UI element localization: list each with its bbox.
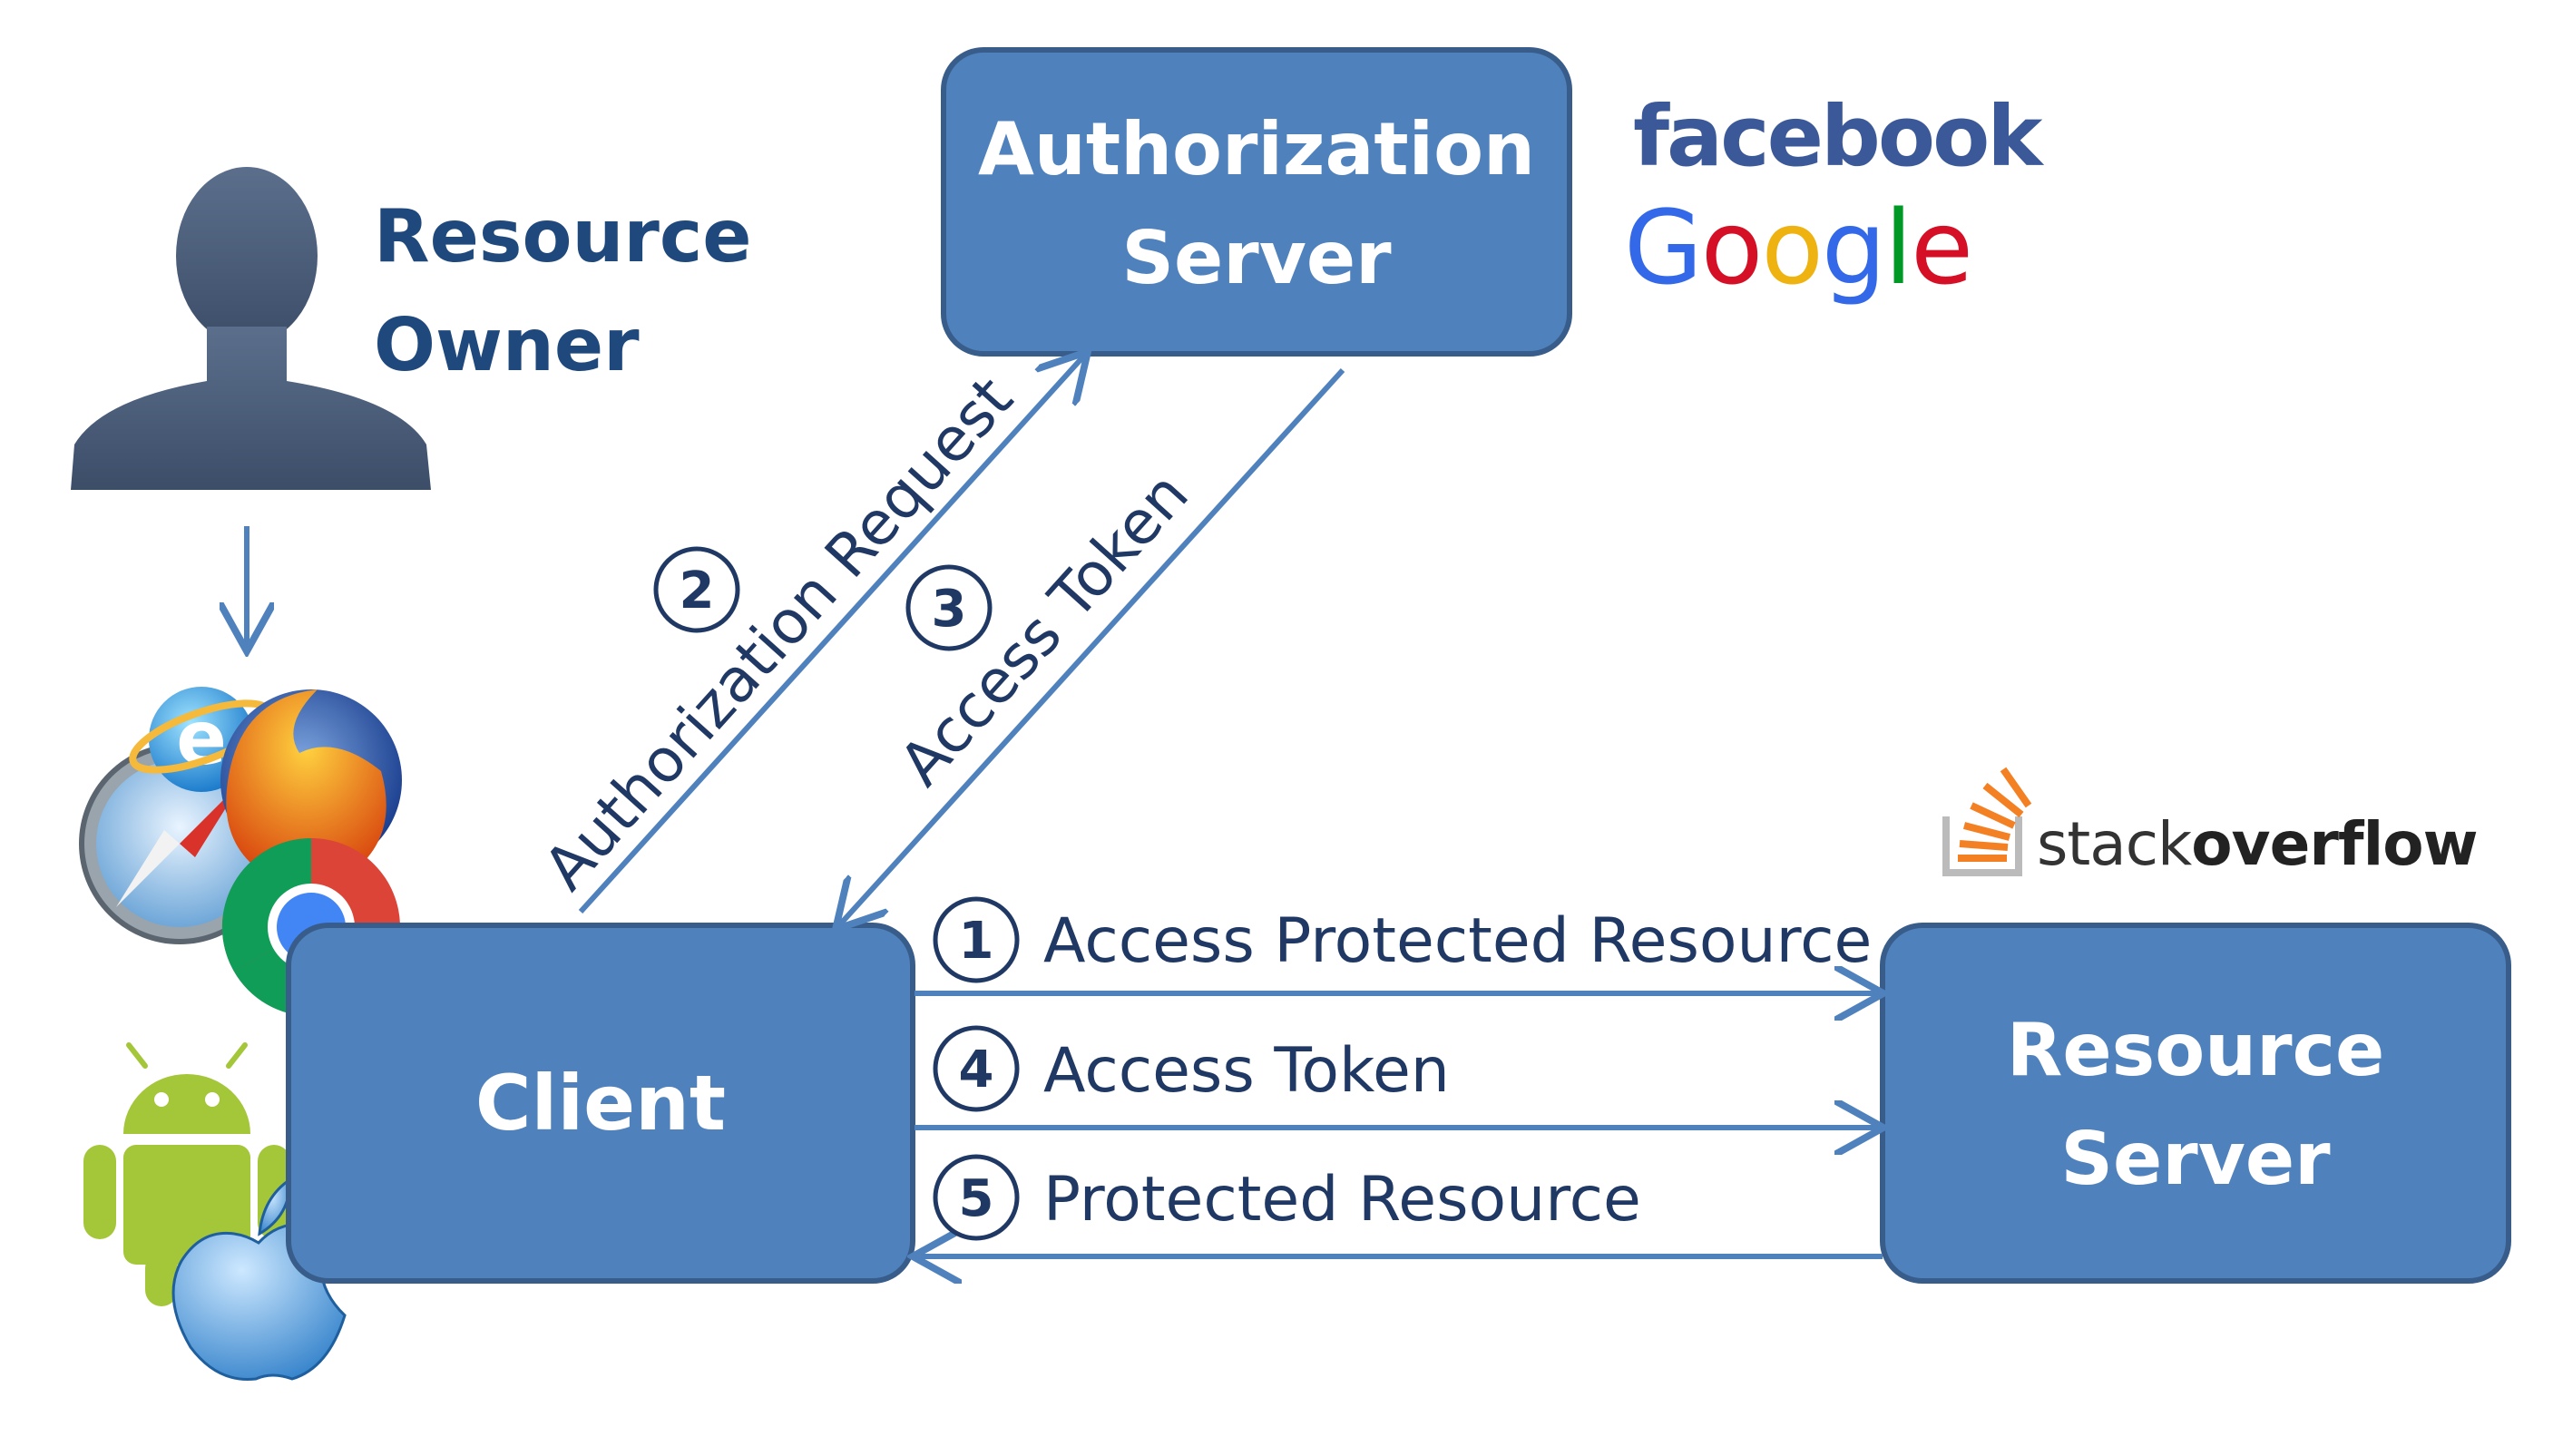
client-label: Client [475, 1059, 726, 1148]
step-4: 4 Access Token [933, 1025, 1450, 1112]
resource-owner-label-line2: Owner [374, 303, 640, 387]
facebook-logo: facebook [1633, 88, 2047, 185]
stackoverflow-logo: stackoverflow [1942, 767, 2479, 879]
google-logo: Google [1624, 190, 1973, 308]
step-3-badge [905, 564, 993, 651]
resource-server-box: Resource Server [1880, 923, 2511, 1284]
resource-server-label-line2: Server [2060, 1117, 2331, 1201]
stackoverflow-stack-icon [1942, 767, 2032, 876]
step-5-number: 5 [959, 1169, 994, 1228]
step-3-number: 3 [932, 580, 967, 639]
resource-owner-label-line1: Resource [374, 194, 752, 278]
authorization-request-arrow [578, 356, 1084, 914]
step-1-number: 1 [959, 912, 994, 971]
facebook-wordmark: facebook [1633, 88, 2044, 185]
resource-server-label-line1: Resource [2007, 1008, 2385, 1092]
step-1-badge [933, 896, 1020, 983]
firefox-icon [220, 689, 402, 883]
step-4-badge [933, 1025, 1020, 1112]
client-box: Client [286, 923, 915, 1284]
step-1-label: Access Protected Resource [1043, 905, 1872, 977]
step-2-badge [653, 546, 740, 633]
resource-owner: Resource Owner [71, 167, 752, 646]
authorization-server-box: Authorization Server [941, 47, 1572, 357]
stackoverflow-wordmark: stackoverflow [2037, 809, 2478, 879]
step-2-number: 2 [680, 562, 715, 621]
step-1: 1 Access Protected Resource [933, 896, 1872, 983]
step-5-label: Protected Resource [1043, 1164, 1641, 1236]
authorization-server-label-line2: Server [1121, 216, 1392, 300]
step-4-number: 4 [959, 1041, 994, 1099]
user-silhouette-icon [71, 167, 431, 490]
authorization-server-label-line1: Authorization [978, 107, 1535, 191]
access-token-return-arrow [839, 367, 1345, 925]
step-5-badge [933, 1154, 1020, 1241]
google-wordmark: Google [1624, 190, 1971, 308]
step-4-label: Access Token [1043, 1035, 1450, 1107]
step-5: 5 Protected Resource [933, 1154, 1641, 1241]
